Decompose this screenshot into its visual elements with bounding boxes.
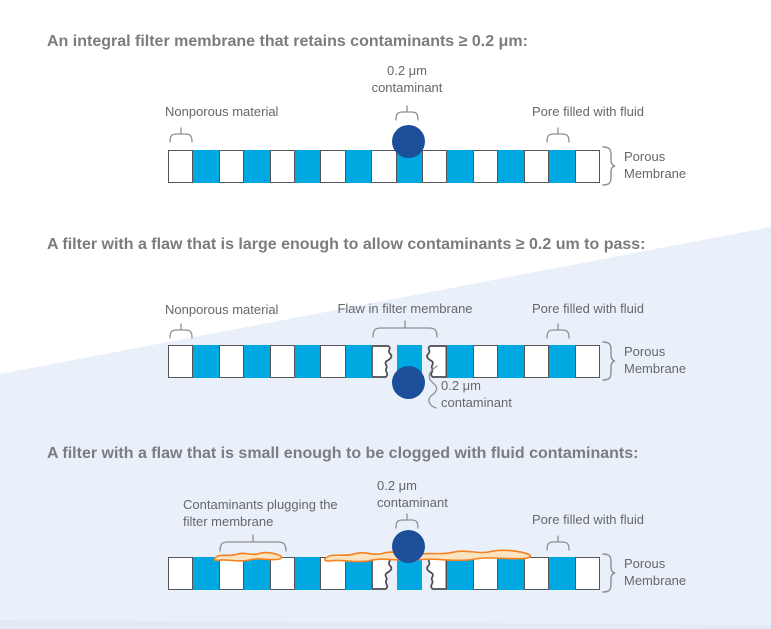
membrane-brace-icon bbox=[602, 341, 616, 381]
section1-pore-label: Pore filled with fluid bbox=[532, 104, 644, 119]
section2-flaw-label: Flaw in filter membrane bbox=[337, 301, 473, 316]
pointer-bracket-icon bbox=[169, 323, 193, 339]
clog-blob-icon bbox=[411, 546, 533, 564]
pointer-bracket-icon bbox=[395, 105, 419, 121]
matrix-cell bbox=[168, 557, 194, 590]
plugging-bracket-icon bbox=[219, 534, 287, 552]
membrane-row-flawed bbox=[168, 345, 600, 378]
matrix-cell bbox=[574, 150, 600, 183]
matrix-cell bbox=[422, 150, 448, 183]
matrix-cell bbox=[218, 557, 245, 590]
matrix-cell bbox=[269, 557, 296, 590]
section2-heading: A filter with a flaw that is large enoug… bbox=[47, 236, 646, 253]
pointer-bracket-icon bbox=[546, 323, 570, 339]
matrix-cell bbox=[269, 150, 296, 183]
pointer-bracket-icon bbox=[395, 513, 419, 529]
matrix-cell bbox=[523, 345, 550, 378]
pore-cell bbox=[193, 345, 219, 378]
section1-porous-label: Porous Membrane bbox=[624, 149, 687, 181]
matrix-cell bbox=[269, 345, 296, 378]
matrix-cell bbox=[523, 557, 550, 590]
section1-contaminant-label: 0.2 μm contaminant bbox=[371, 63, 443, 95]
flaw-torn-block bbox=[422, 345, 447, 378]
matrix-cell bbox=[472, 150, 499, 183]
pointer-bracket-icon bbox=[169, 127, 193, 143]
matrix-cell bbox=[523, 150, 550, 183]
contaminant-dot-clogging bbox=[392, 530, 425, 563]
flaw-torn-block bbox=[371, 557, 396, 590]
membrane-row-clogged bbox=[168, 557, 600, 590]
membrane-row bbox=[168, 150, 600, 183]
contaminant-dot-passing bbox=[392, 366, 425, 399]
pore-cell bbox=[244, 150, 270, 183]
pore-cell bbox=[549, 345, 575, 378]
pore-cell bbox=[549, 557, 575, 590]
section3-heading: A filter with a flaw that is small enoug… bbox=[47, 445, 639, 462]
section1-heading: An integral filter membrane that retains… bbox=[47, 33, 528, 50]
pore-cell bbox=[295, 345, 321, 378]
matrix-cell bbox=[320, 150, 346, 183]
section2-contaminant-label: 0.2 μm contaminant bbox=[441, 378, 512, 410]
pore-cell bbox=[244, 345, 270, 378]
section2-pore-label: Pore filled with fluid bbox=[532, 301, 644, 316]
section3-pore-label: Pore filled with fluid bbox=[532, 512, 644, 527]
clog-blob-icon bbox=[213, 549, 283, 564]
matrix-cell bbox=[218, 150, 245, 183]
section3-plugging-label: Contaminants plugging the filter membran… bbox=[183, 497, 338, 529]
matrix-cell bbox=[574, 345, 600, 378]
pore-cell bbox=[345, 150, 372, 183]
section3-contaminant-label: 0.2 μm contaminant bbox=[377, 478, 448, 510]
section3-porous-label: Porous Membrane bbox=[624, 556, 687, 588]
matrix-cell bbox=[371, 150, 397, 183]
matrix-cell bbox=[472, 345, 499, 378]
matrix-cell bbox=[320, 345, 346, 378]
wedge-bottom-shape bbox=[0, 620, 771, 629]
membrane-brace-icon bbox=[602, 553, 616, 593]
flaw-torn-block bbox=[422, 557, 447, 590]
contaminant-dot bbox=[392, 125, 425, 158]
pore-cell bbox=[447, 557, 473, 590]
pore-cell bbox=[193, 150, 219, 183]
matrix-cell bbox=[168, 150, 194, 183]
pore-cell bbox=[345, 345, 372, 378]
section2-nonporous-label: Nonporous material bbox=[165, 302, 279, 317]
flaw-torn-block bbox=[371, 345, 396, 378]
pore-cell bbox=[549, 150, 575, 183]
pore-cell bbox=[498, 150, 524, 183]
pore-cell bbox=[193, 557, 219, 590]
matrix-cell bbox=[168, 345, 194, 378]
pore-cell bbox=[345, 557, 372, 590]
matrix-cell bbox=[574, 557, 600, 590]
wedge-shape bbox=[0, 227, 771, 629]
membrane-brace-icon bbox=[602, 146, 616, 186]
pore-cell bbox=[498, 345, 524, 378]
pore-cell bbox=[447, 345, 473, 378]
flaw-bracket-icon bbox=[372, 320, 438, 338]
matrix-cell bbox=[320, 557, 346, 590]
section2-porous-label: Porous Membrane bbox=[624, 344, 687, 376]
pointer-bracket-icon bbox=[546, 535, 570, 551]
squiggle-pointer-icon bbox=[428, 365, 438, 409]
pore-cell bbox=[447, 150, 473, 183]
pore-cell bbox=[295, 557, 321, 590]
section1-nonporous-label: Nonporous material bbox=[165, 104, 279, 119]
pore-cell bbox=[295, 150, 321, 183]
pore-cell bbox=[244, 557, 270, 590]
matrix-cell bbox=[218, 345, 245, 378]
pointer-bracket-icon bbox=[546, 127, 570, 143]
pore-cell bbox=[498, 557, 524, 590]
